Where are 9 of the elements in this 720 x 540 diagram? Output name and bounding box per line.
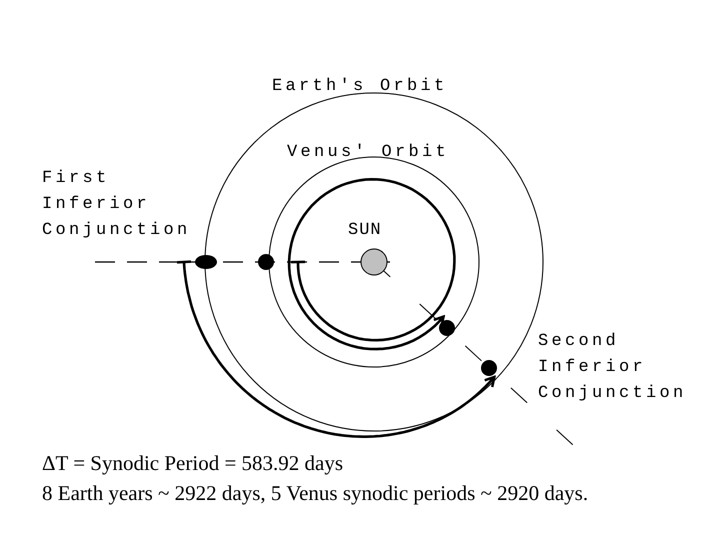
conjunction-label: Second Inferior Conjunction xyxy=(538,331,688,405)
orbit-path-arrow xyxy=(176,260,496,438)
caption-text: 8 Earth years ~ 2922 days, 5 Venus synodic periods ~ 2920 days. xyxy=(42,481,588,506)
orbit-path-arrow xyxy=(288,178,456,350)
orbit-label: Earth's Orbit xyxy=(272,76,448,98)
orbit-label: Venus' Orbit xyxy=(287,142,450,164)
conjunction-label: First Inferior Conjunction xyxy=(42,168,192,242)
caption-text: ΔT = Synodic Period = 583.92 days xyxy=(42,451,344,476)
sun-label: SUN xyxy=(348,220,382,242)
